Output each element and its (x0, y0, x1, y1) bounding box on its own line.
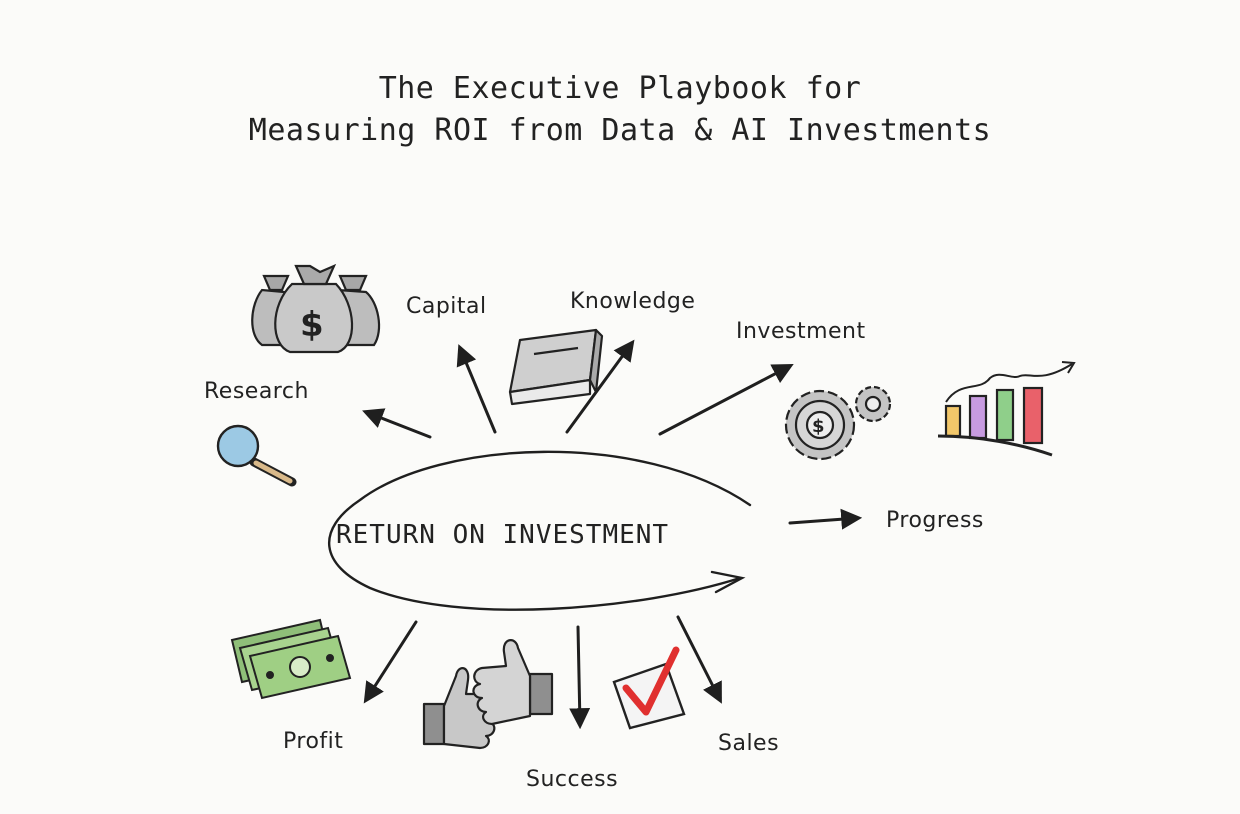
magnifier-icon (216, 424, 297, 487)
growth-chart-icon (937, 361, 1076, 457)
dollar-gears-icon: $ (784, 385, 892, 461)
label-success: Success (526, 767, 618, 792)
label-capital: Capital (406, 294, 487, 319)
label-progress: Progress (886, 508, 984, 533)
arrow-investment (658, 364, 794, 436)
arrow-profit (363, 620, 418, 704)
page-title: The Executive Playbook for Measuring ROI… (0, 68, 1240, 152)
checkbox-icon (612, 646, 686, 730)
center-loop-arrowhead (710, 570, 746, 594)
center-loop-outline (327, 450, 752, 611)
banknotes-icon (230, 618, 352, 700)
arrow-success (569, 625, 591, 730)
thumbs-up-icon (422, 639, 554, 750)
gear-dollar-glyph: $ (812, 416, 825, 437)
arrow-sales (676, 615, 722, 704)
arrow-research (362, 408, 432, 439)
label-knowledge: Knowledge (570, 289, 695, 314)
money-bags-icon: $ (251, 263, 381, 354)
title-line-1: The Executive Playbook for (378, 71, 862, 106)
center-label: RETURN ON INVESTMENT (336, 520, 669, 550)
book-icon (508, 328, 604, 406)
title-line-2: Measuring ROI from Data & AI Investments (248, 113, 992, 148)
arrow-capital (456, 344, 497, 434)
arrow-progress (788, 508, 863, 530)
label-research: Research (204, 379, 309, 404)
dollar-sign-glyph: $ (300, 305, 324, 345)
label-sales: Sales (718, 731, 779, 756)
label-profit: Profit (283, 729, 343, 754)
arrow-knowledge (565, 339, 635, 434)
label-investment: Investment (736, 319, 866, 344)
